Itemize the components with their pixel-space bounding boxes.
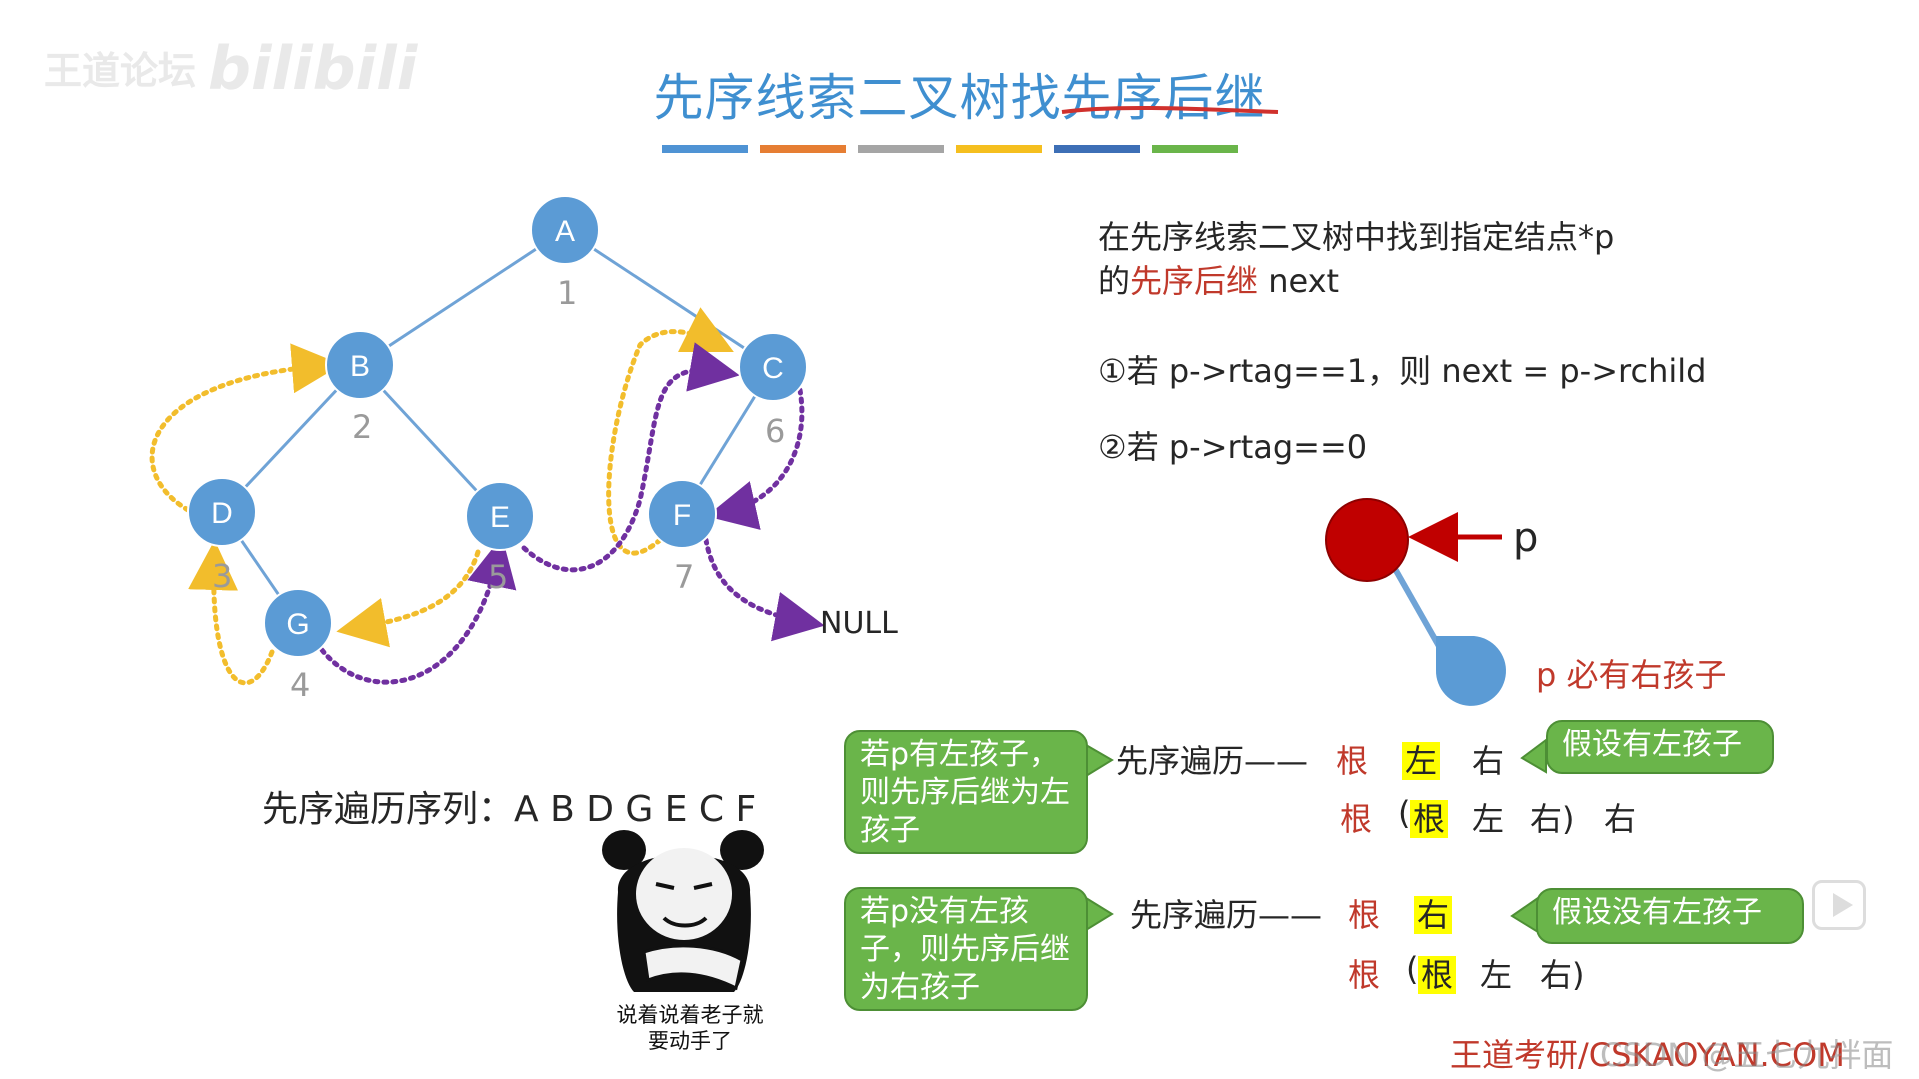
tree-node-label: C [762,352,784,385]
tree-node-a [530,195,600,265]
traversal1-right: 右 [1472,742,1505,780]
case-2: ②若 p->rtag==0 [1098,428,1368,466]
tree-node-e [465,481,535,551]
site-footer: 王道考研/CSKAOYAN.COM CSDN @五七九拌面 [1450,1030,1893,1076]
traversal1-root: 根 [1336,742,1369,780]
slide-title: 先序线索二叉树找先序后继 [653,69,1266,127]
thread-arrow-f-to-null [703,537,825,642]
tree-node-order: 6 [765,412,786,450]
traversal1-row2-right-outer: 右 [1604,800,1637,838]
traversal2-row2-root: 根 [1348,956,1381,994]
traversal2-row2-paren: ( [1406,950,1419,988]
tree-node-order: 1 [557,274,578,312]
traversal1-row2-right: 右) [1530,800,1575,838]
thread-arrow-g-to-e [319,536,517,685]
traversal1-row2-left: 左 [1472,800,1505,838]
p-node [1325,498,1409,582]
bilibili-logo: bilibili [208,34,418,104]
callout-assume-no-left: 假设没有左孩子 [1536,888,1804,944]
tree-node-label: B [350,350,370,383]
p-right-child-note: p 必有右孩子 [1536,656,1727,694]
callout-has-left: 若p有左孩子，则先序后继为左孩子 [844,730,1088,854]
forum-watermark: 王道论坛 [44,49,197,93]
color-bar-segment [1152,145,1238,153]
preorder-arrow-d-to-b [149,343,342,513]
color-bar [662,145,1238,153]
callout-no-left: 若p没有左孩子，则先序后继为右孩子 [844,887,1088,1011]
traversal1-label: 先序遍历—— [1116,742,1309,780]
meme-caption-line2: 要动手了 [648,1029,732,1053]
preorder-arrow-f-to-c [606,307,734,556]
tree-node-order: 7 [674,558,695,596]
intro-line2-suffix: next [1258,262,1340,300]
tree-node-label: G [286,608,309,641]
intro-line1: 在先序线索二叉树中找到指定结点*p [1098,218,1615,256]
edge-a-c [564,228,774,369]
p-right-child [1435,636,1506,706]
tree-node-label: E [490,501,510,534]
traversal2-right: 右 [1414,896,1453,934]
intro-highlight: 先序后继 [1130,262,1259,300]
traversal2-row2-subroot: 根 [1418,956,1457,994]
tree-node-order: 4 [290,666,311,704]
preorder-sequence: 先序遍历序列：A B D G E C F [262,780,756,832]
callout-assume-left: 假设有左孩子 [1546,720,1774,774]
tree-node-c [738,332,808,402]
color-bar-segment [662,145,748,153]
tree-node-label: A [555,215,575,248]
tree-node-order: 5 [488,558,509,596]
color-bar-segment [956,145,1042,153]
thread-arrow-e-to-c [521,342,740,573]
preorder-sequence-value: A B D G E C F [514,789,757,830]
tree-node-order: 2 [352,408,373,446]
traversal2-row2-left: 左 [1480,956,1513,994]
traversal2-root: 根 [1348,896,1381,934]
p-child-edge [1387,558,1443,650]
csdn-watermark: CSDN @五七九拌面 [1600,1036,1894,1074]
tail-assume-left [1520,738,1547,774]
thread-arrow-c-to-f [706,387,805,530]
p-pointer-label: p [1513,515,1539,561]
intro-line2-prefix: 的 [1098,262,1131,300]
tree-node-label: D [211,497,233,530]
color-bar-segment [1054,145,1140,153]
thread-arrows [319,342,825,685]
traversal1-row2-root: 根 [1340,800,1373,838]
tree-node-f [647,479,717,549]
title-underline [1061,105,1279,114]
traversal2-row2-right: 右) [1540,956,1585,994]
edge-a-b [359,228,566,367]
meme-caption: 说着说着老子就 要动手了 [600,1002,780,1054]
tail-no-left [1085,896,1114,932]
tree-nodes: A B C D E F G [187,195,808,658]
tree-node-b [325,330,395,400]
p-diagram [1325,498,1506,706]
traversal1-row2-subroot: 根 [1410,800,1449,838]
callout-tails [1085,738,1547,934]
preorder-sequence-prefix: 先序遍历序列： [262,789,515,830]
tail-assume-no-left [1510,896,1539,934]
tree-node-g [263,588,333,658]
meme-caption-line1: 说着说着老子就 [616,1003,764,1027]
tail-has-left [1085,743,1114,778]
play-icon[interactable] [1812,880,1866,930]
color-bar-segment [858,145,944,153]
preorder-arrow-g-to-d [188,540,275,686]
traversal1-left: 左 [1402,742,1441,780]
color-bar-segment [760,145,846,153]
preorder-arrow-e-to-g [336,549,481,648]
case-1: ①若 p->rtag==1，则 next = p->rchild [1098,352,1707,390]
tree-node-order: 3 [212,557,233,595]
site-text: 王道考研/CSKAOYAN.COM [1450,1036,1845,1074]
traversal1-row2-paren: ( [1398,794,1411,832]
tree-node-d [187,477,257,547]
tree-node-label: F [673,499,691,532]
null-label: NULL [820,606,898,641]
panda-meme-image [602,830,764,992]
traversal2-label: 先序遍历—— [1130,896,1323,934]
intro-line2: 的先序后继 next [1098,256,1339,302]
